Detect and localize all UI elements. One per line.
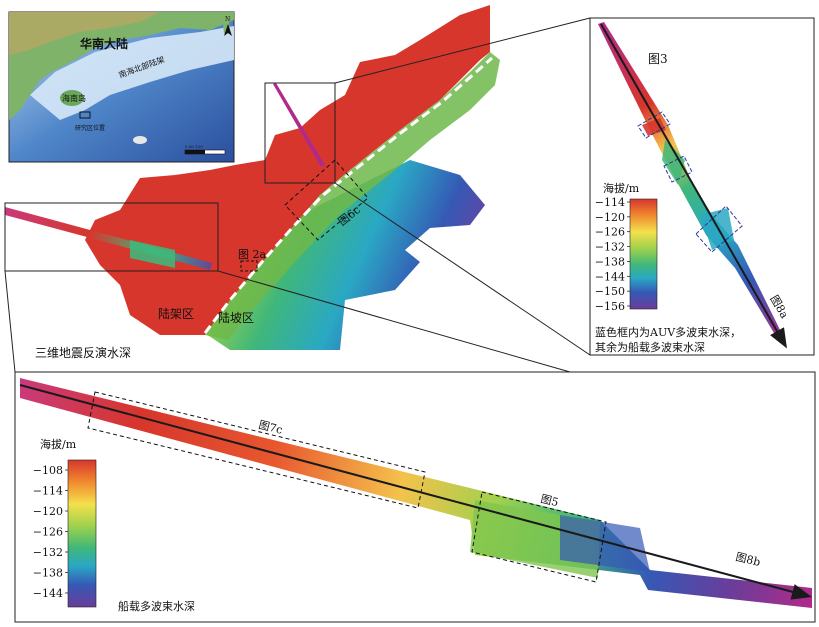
legend-bottom-tick-label: −120 [33,505,63,518]
legend-bottom-tick-label: −144 [33,587,63,600]
legend-colorbar-top [629,198,658,310]
legend-bottom-tick-label: −108 [33,464,63,477]
bottom-strip-block-deep [560,515,650,572]
upper-strip [273,83,325,167]
fig5-label: 图5 [539,492,560,509]
legend-bottom-tick-label: −126 [33,526,63,539]
fig7c-label: 图7c [257,418,284,436]
inset-scale-bar: 0 60 120 [184,144,226,155]
inset-study-label: 研究区位置 [75,124,105,132]
svg-text:0 60 120: 0 60 120 [185,144,203,149]
inset-island-label: 海南岛 [62,93,86,103]
panel3-auv-area-2 [662,140,685,185]
slope-zone-label: 陆坡区 [218,310,254,325]
leader-line [334,17,591,84]
leader-line [4,270,16,373]
legend-top-tick-label: −150 [595,285,625,298]
bottom-caption: 船载多波束水深 [118,599,195,613]
legend-top-tick-label: −132 [595,241,625,254]
inset-study-box [79,111,91,119]
fig6c-box [284,159,369,241]
leader-line [217,270,571,373]
panel3-auv-area-1 [642,118,666,136]
legend-top-tick-label: −144 [595,270,625,283]
legend-top-tick-label: −156 [595,300,625,313]
fig2a-label: 图 2a [238,248,266,261]
auv-box-2 [663,155,693,183]
inset-hainan [60,90,84,106]
legend-title-top: 海拔/m [603,181,640,195]
svg-text:N: N [225,16,230,23]
panel-bottom: 图7c 图5 图8b 海拔/m −108 −114 −120 −126 −132 −138… [14,371,816,623]
legend-top-tick-label: −114 [595,196,625,209]
slope-break-band [205,52,500,340]
seismic-strip-block [130,240,175,268]
zoom-box-left [4,202,219,272]
legend-ticks-top: −114 −120 −126 −132−138 −144 −150 −156 [595,196,630,313]
fig5-box [471,491,607,583]
main-bathymetry-map [5,5,500,350]
slope-region [200,160,485,350]
inset-land-hills [9,12,160,55]
inset-map: 华南大陆 南海北部陆架 海南岛 研究区位置 N 0 60 120 [8,11,235,163]
inset-island [133,136,147,144]
shelf-region [85,5,490,335]
legend-top-tick-label: −120 [595,211,625,224]
legend-top-tick-label: −138 [595,255,625,268]
legend-top-tick-label: −126 [595,226,625,239]
auv-box-3 [695,205,743,253]
fig7c-box [87,391,426,509]
profile-arrow-8b [19,384,812,600]
legend-ticks-bottom: −108 −114 −120 −126 −132 −138 −144 [33,464,68,600]
profile-arrow-8a [600,23,787,349]
legend-bottom-tick-label: −138 [33,567,63,580]
seismic-caption: 三维地震反演水深 [35,345,131,360]
inset-land [9,12,234,120]
shelf-break-line [203,56,493,334]
panel3-caption-1: 蓝色框内为AUV多波束水深， [595,325,741,339]
north-arrow-icon: N [224,16,232,36]
zoom-box-upper [264,82,336,184]
fig3-label: 图3 [648,52,668,66]
legend-title-bottom: 海拔/m [40,437,77,451]
shelf-zone-label: 陆架区 [158,306,194,321]
inset-continent-label: 华南大陆 [80,36,128,51]
legend-bottom-tick-label: −114 [33,485,63,498]
legend-colorbar-bottom [67,459,97,608]
legend-bottom-tick-label: −132 [33,546,63,559]
panel-fig3: 图3 图8a 海拔/m −114−120−126−132−138−144−150… [589,17,815,356]
panel3-caption-2: 其余为船载多波束水深 [595,340,705,354]
fig2a-box [240,260,258,272]
leader-line [334,182,591,356]
fig8b-label: 图8b [734,550,761,569]
